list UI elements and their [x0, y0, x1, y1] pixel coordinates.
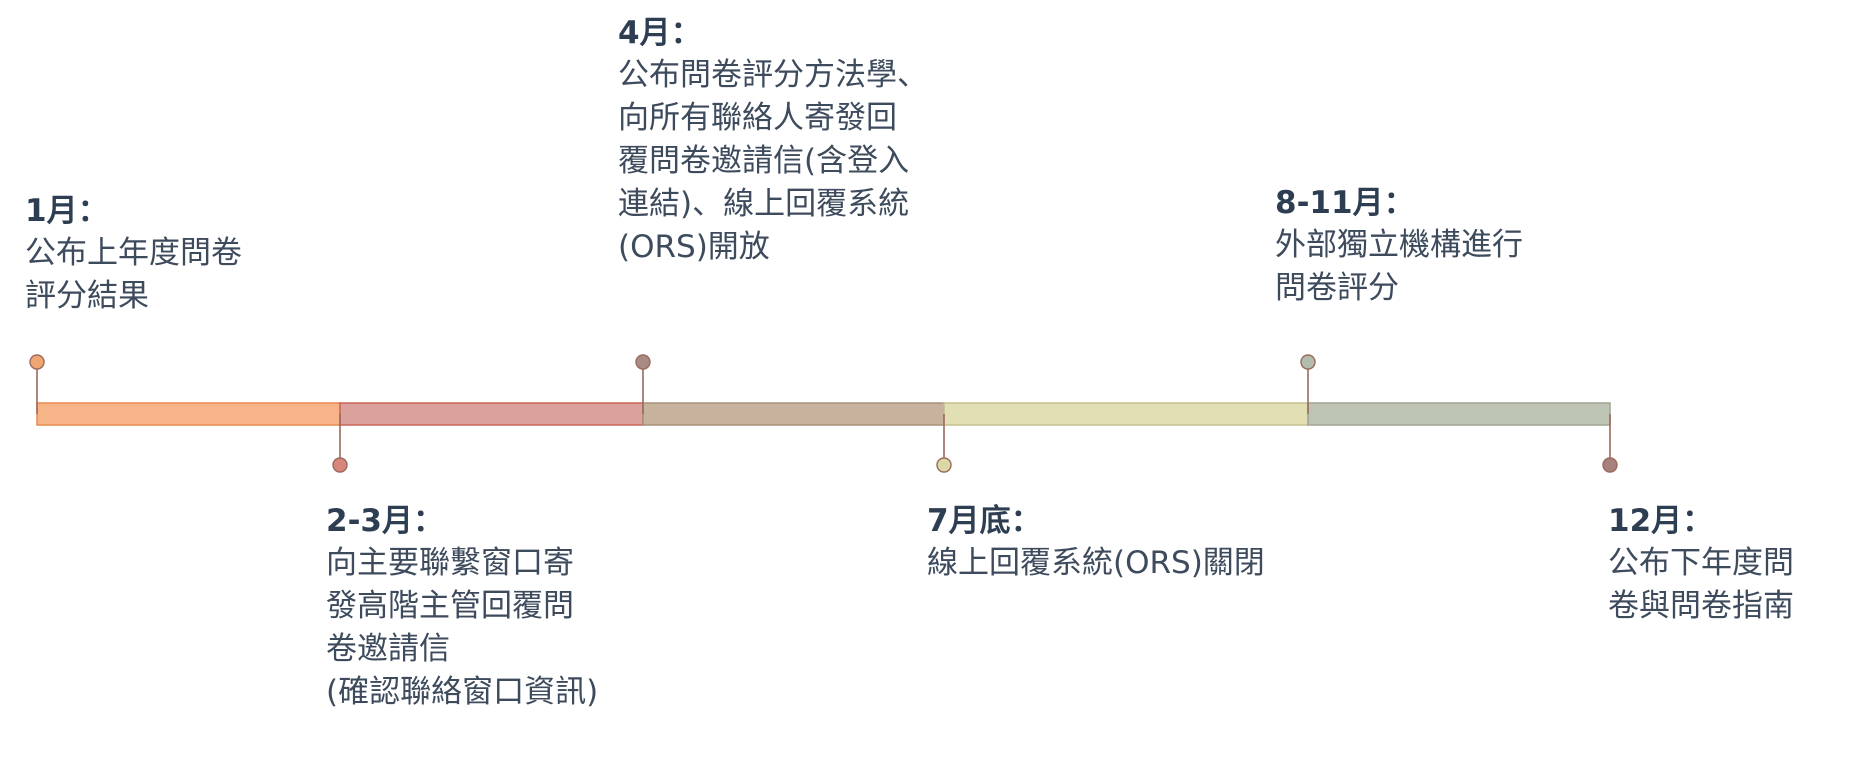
- milestone-jul: 7月底： 線上回覆系統(ORS)關閉: [927, 500, 1265, 585]
- milestone-feb-mar-description: 向主要聯繫窗口寄 發高階主管回覆問 卷邀請信 (確認聯絡窗口資訊): [326, 545, 599, 710]
- milestone-apr-description: 公布問卷評分方法學、 向所有聯絡人寄發回 覆問卷邀請信(含登入 連結)、線上回覆…: [618, 57, 928, 265]
- milestone-aug-nov-title: 8-11月：: [1275, 185, 1415, 221]
- timeline-segment-2: [339, 402, 644, 426]
- milestone-jul-title: 7月底：: [927, 503, 1042, 539]
- milestone-aug-nov: 8-11月： 外部獨立機構進行 問卷評分: [1275, 182, 1523, 310]
- milestone-feb-mar: 2-3月： 向主要聯繫窗口寄 發高階主管回覆問 卷邀請信 (確認聯絡窗口資訊): [326, 500, 598, 714]
- milestone-aug-nov-marker: [1300, 354, 1316, 370]
- timeline-segment-4: [943, 402, 1309, 426]
- milestone-apr: 4月： 公布問卷評分方法學、 向所有聯絡人寄發回 覆問卷邀請信(含登入 連結)、…: [618, 12, 928, 269]
- milestone-dec-marker: [1602, 457, 1618, 473]
- milestone-jan-marker: [29, 354, 45, 370]
- milestone-dec: 12月： 公布下年度問 卷與問卷指南: [1608, 500, 1794, 628]
- milestone-aug-nov-description: 外部獨立機構進行 問卷評分: [1275, 227, 1523, 306]
- milestone-feb-mar-marker: [332, 457, 348, 473]
- milestone-apr-title: 4月：: [618, 15, 702, 51]
- milestone-apr-marker: [635, 354, 651, 370]
- milestone-feb-mar-title: 2-3月：: [326, 503, 445, 539]
- milestone-jul-description: 線上回覆系統(ORS)關閉: [927, 545, 1265, 581]
- timeline-segment-1: [36, 402, 341, 426]
- milestone-jan-description: 公布上年度問卷 評分結果: [25, 235, 242, 314]
- milestone-jan: 1月： 公布上年度問卷 評分結果: [25, 190, 242, 318]
- timeline-segment-5: [1307, 402, 1611, 426]
- milestone-dec-description: 公布下年度問 卷與問卷指南: [1608, 545, 1794, 624]
- milestone-jan-title: 1月：: [25, 193, 109, 229]
- milestone-dec-title: 12月：: [1608, 503, 1714, 539]
- timeline-segment-3: [642, 402, 945, 426]
- milestone-jul-marker: [936, 457, 952, 473]
